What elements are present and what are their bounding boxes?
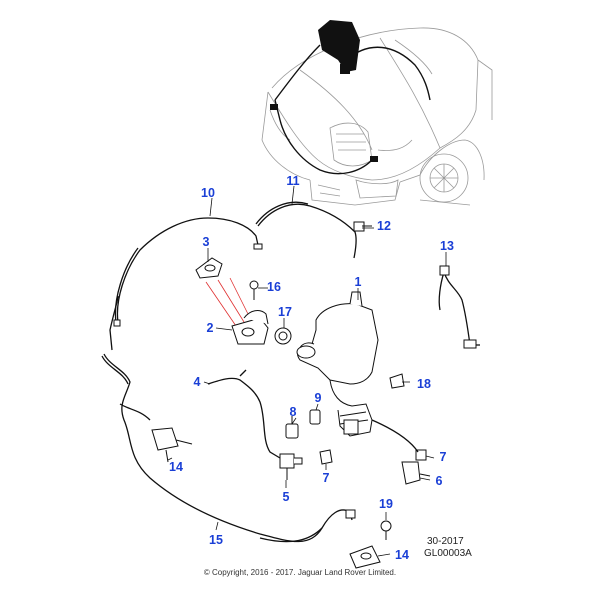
bracket-3 [195, 257, 223, 279]
hose-left-lower [109, 295, 151, 421]
reference-date: 30-2017 [427, 536, 464, 547]
callout-14-left: 14 [169, 460, 183, 474]
clip-7-right [415, 449, 427, 461]
callout-15: 15 [209, 533, 223, 547]
hose-10 [114, 217, 259, 323]
callout-10: 10 [201, 186, 215, 200]
connector-12 [353, 221, 372, 232]
callout-7-left: 7 [323, 471, 330, 485]
vehicle-washer-routing [274, 44, 431, 175]
bracket-3-highlight [205, 277, 251, 327]
hose-15 [101, 353, 353, 543]
callout-5: 5 [283, 490, 290, 504]
hose-10-connectors [113, 243, 263, 327]
callouts: 10 11 12 13 3 1 16 17 2 4 18 9 8 7 7 6 1… [169, 174, 454, 562]
grommet-17 [274, 327, 292, 345]
clip-19 [380, 520, 392, 540]
clip-7-left [319, 449, 333, 465]
callout-3: 3 [203, 235, 210, 249]
pump-9 [309, 409, 321, 425]
callout-6: 6 [436, 474, 443, 488]
callout-9: 9 [315, 391, 322, 405]
hose-4 [207, 369, 281, 459]
callout-18: 18 [417, 377, 431, 391]
harness-13 [438, 271, 480, 346]
hose-15-connector [345, 509, 356, 519]
sensor-6 [401, 461, 431, 485]
leader-lines [167, 185, 447, 557]
washer-reservoir-1 [296, 291, 379, 437]
washer-jet-14-left [151, 427, 193, 463]
hose-11 [255, 201, 357, 259]
callout-11: 11 [286, 174, 299, 188]
callout-12: 12 [377, 219, 391, 233]
callout-8: 8 [290, 405, 297, 419]
vehicle-reservoir-silhouette [270, 20, 378, 162]
connector-5 [279, 453, 303, 480]
pump-bracket-2 [231, 310, 269, 345]
bolt-18 [389, 373, 405, 389]
washer-jet-14-bottom [349, 545, 381, 569]
callout-4: 4 [194, 375, 201, 389]
copyright-footer: © Copyright, 2016 - 2017. Jaguar Land Ro… [203, 568, 397, 577]
harness-13-connectors [439, 265, 477, 349]
callout-7-right: 7 [440, 450, 447, 464]
callout-13: 13 [440, 239, 454, 253]
callout-16: 16 [267, 280, 281, 294]
bolt-16 [249, 280, 259, 300]
callout-2: 2 [207, 321, 214, 335]
reference-code: GL00003A [424, 548, 472, 559]
pump-8 [285, 416, 299, 439]
callout-17: 17 [278, 305, 292, 319]
callout-19: 19 [379, 497, 393, 511]
hose-reservoir-right [371, 419, 419, 453]
callout-14-bottom: 14 [395, 548, 409, 562]
callout-1: 1 [355, 275, 362, 289]
